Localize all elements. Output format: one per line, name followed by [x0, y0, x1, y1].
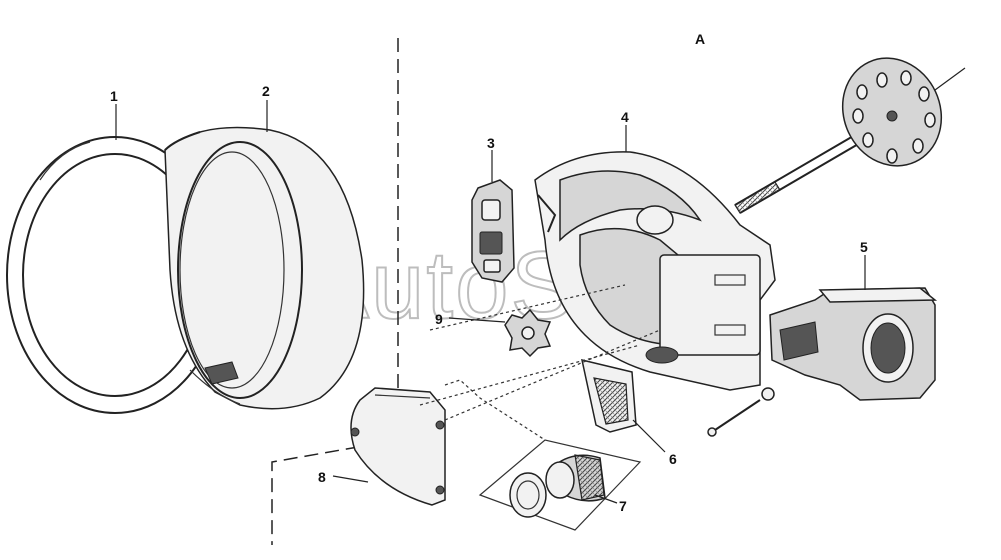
part-5-handle: [769, 287, 938, 401]
callout-1: 1: [110, 88, 118, 104]
part-2-housing: [164, 126, 365, 410]
callout-5: 5: [860, 239, 868, 255]
callout-leaders: [115, 100, 866, 504]
callout-4: 4: [621, 109, 629, 125]
callout-9: 9: [435, 311, 443, 327]
assembly-guide-lines: [419, 284, 661, 441]
view-label: A: [695, 31, 705, 47]
small-screws: [707, 387, 775, 437]
part-3-bracket: [471, 179, 515, 283]
part-4-main-body: [534, 151, 776, 391]
part-7-cylinder-assembly: [478, 439, 642, 531]
callout-7: 7: [619, 498, 627, 514]
part-8-cover: [350, 387, 446, 506]
callout-6: 6: [669, 451, 677, 467]
callout-3: 3: [487, 135, 495, 151]
callout-8: 8: [318, 469, 326, 485]
separator-dashed-line: [271, 38, 399, 545]
threaded-rod: [734, 134, 861, 214]
callout-2: 2: [262, 83, 270, 99]
perforated-disc: [841, 57, 966, 167]
part-6-pad: [581, 358, 637, 433]
part-9-star-knob: [504, 308, 552, 358]
